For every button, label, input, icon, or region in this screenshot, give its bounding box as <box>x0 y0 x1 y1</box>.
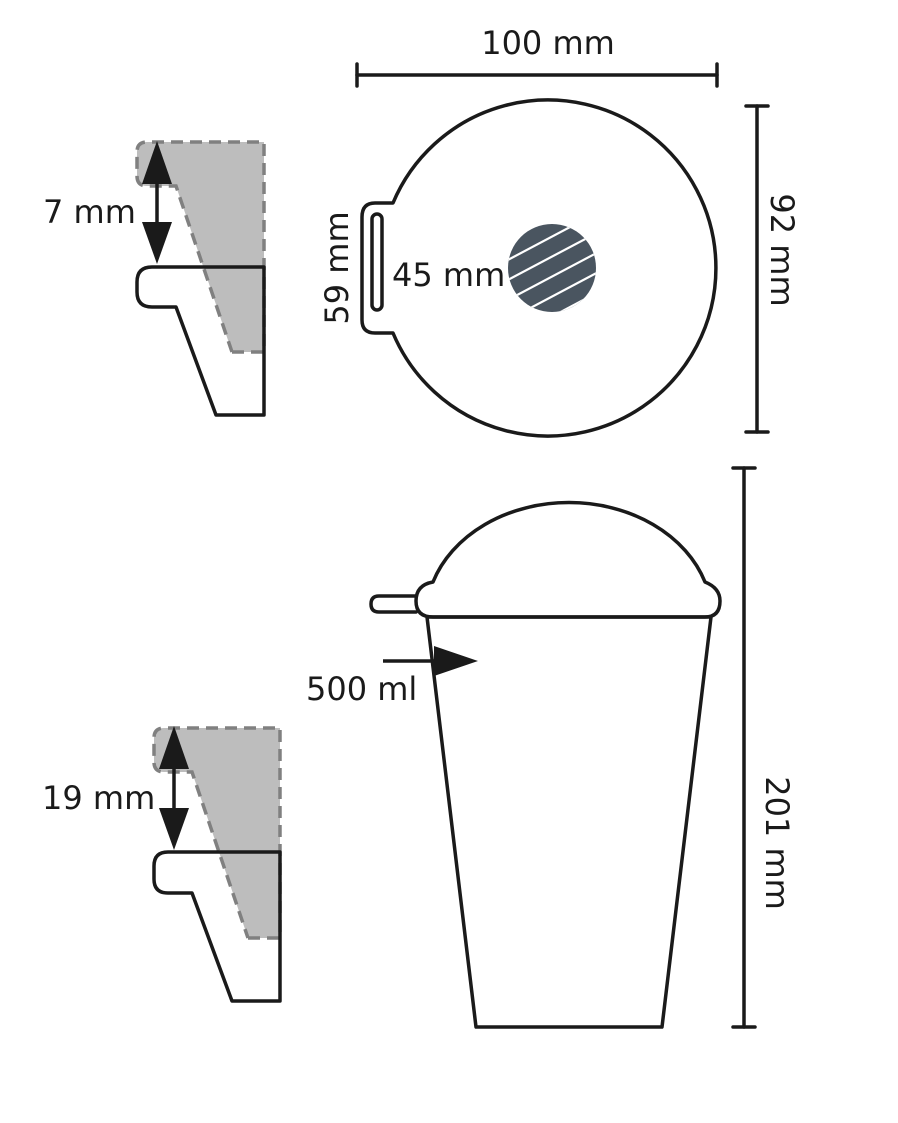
cup-body <box>425 615 713 1029</box>
detail-bottom-label: 19 mm <box>42 779 155 817</box>
detail-top: 7 mm <box>43 140 266 417</box>
straw-hole <box>508 224 596 312</box>
straw-hole-label: 45 mm <box>392 256 505 294</box>
slot-height-label: 59 mm <box>318 211 356 324</box>
fill-line-arrow <box>434 646 478 676</box>
detail-bottom: 19 mm <box>42 726 282 1003</box>
detail-top-shade <box>137 142 264 352</box>
width-label: 100 mm <box>481 24 615 62</box>
tab-slot <box>370 212 384 312</box>
lid-outline <box>360 98 718 438</box>
lid-top-view: 100 mm 45 mm 59 mm 92 mm <box>318 24 801 438</box>
detail-bottom-profile <box>152 850 282 1003</box>
height-label: 201 mm <box>758 776 796 910</box>
lid-tab <box>369 594 418 614</box>
detail-bottom-shade <box>154 728 280 938</box>
depth-label: 92 mm <box>763 193 801 306</box>
detail-top-profile <box>135 265 266 417</box>
detail-top-label: 7 mm <box>43 193 136 231</box>
volume-label: 500 ml <box>306 670 417 708</box>
dome-lid <box>414 500 722 619</box>
cup-side-view: 500 ml 201 mm <box>306 466 796 1029</box>
